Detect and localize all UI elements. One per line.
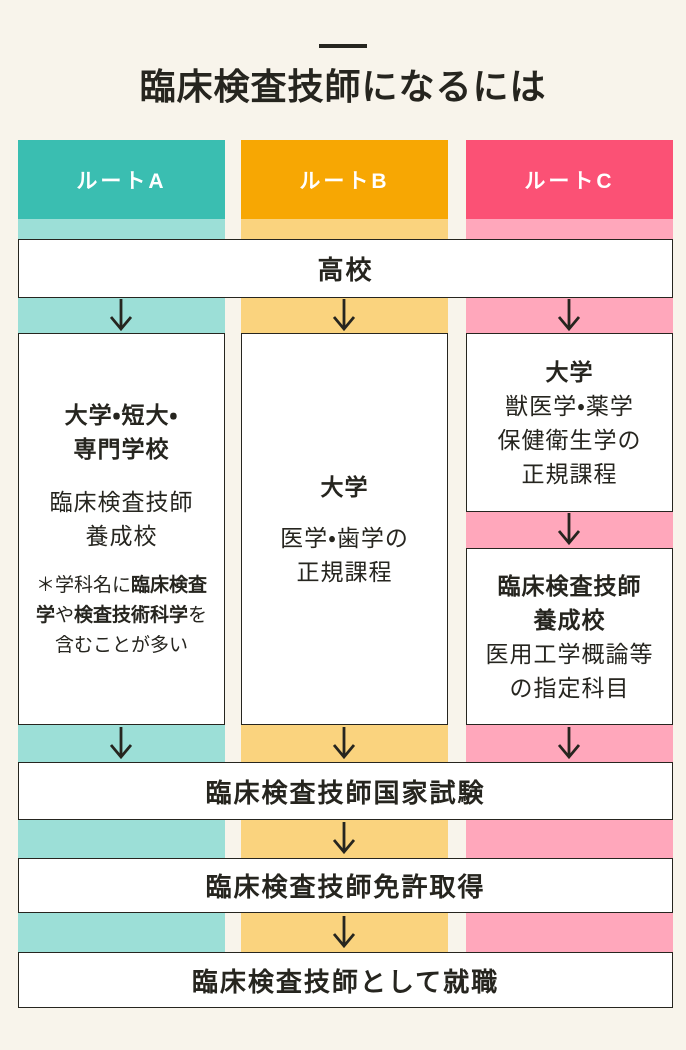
license-label: 臨床検査技師免許取得: [205, 872, 486, 902]
highschool-label: 高校: [317, 255, 374, 285]
route-b-header-label: ルートB: [299, 169, 390, 193]
route-b-school-box: 大学 医学・歯学の 正規課程: [241, 333, 448, 725]
arrow-down-icon: [556, 299, 582, 332]
route-c-university-box: 大学 獣医学・薬学 保健衛生学の 正規課程: [466, 333, 673, 512]
route-b-school-body: 医学・歯学の 正規課程: [280, 524, 409, 585]
route-c-training-box: 臨床検査技師 養成校 医用工学概論等 の指定科目: [466, 548, 673, 725]
arrow-down-icon: [331, 822, 357, 855]
route-c-training-body: 医用工学概論等 の指定科目: [485, 640, 654, 701]
highschool-box: 高校: [18, 239, 673, 298]
route-a-school-note: ＊学科名に臨床検査学や検査技術科学を含むことが多い: [35, 574, 208, 656]
route-c-header: ルートC: [466, 140, 673, 219]
page-title: 臨床検査技師になるには: [139, 66, 547, 107]
route-a-header: ルートA: [18, 140, 225, 219]
arrow-down-icon: [108, 727, 134, 760]
route-b-school-heading: 大学: [320, 473, 369, 500]
arrow-down-icon: [331, 916, 357, 949]
route-a-school-heading: 大学・短大・ 専門学校: [64, 401, 179, 462]
route-a-school-box: 大学・短大・ 専門学校 臨床検査技師 養成校 ＊学科名に臨床検査学や検査技術科学…: [18, 333, 225, 725]
title-divider-rule: [319, 44, 367, 48]
license-box: 臨床検査技師免許取得: [18, 858, 673, 913]
national-exam-label: 臨床検査技師国家試験: [205, 777, 486, 808]
arrow-down-icon: [556, 727, 582, 760]
arrow-down-icon: [556, 513, 582, 546]
route-a-header-label: ルートA: [76, 169, 167, 193]
route-b-header: ルートB: [241, 140, 448, 219]
arrow-down-icon: [331, 299, 357, 332]
route-c-training-heading: 臨床検査技師 養成校: [497, 572, 642, 633]
employment-label: 臨床検査技師として就職: [191, 966, 500, 997]
employment-box: 臨床検査技師として就職: [18, 952, 673, 1008]
arrow-down-icon: [331, 727, 357, 760]
route-c-university-heading: 大学: [545, 358, 594, 385]
national-exam-box: 臨床検査技師国家試験: [18, 762, 673, 820]
route-c-university-body: 獣医学・薬学 保健衛生学の 正規課程: [497, 392, 642, 487]
arrow-down-icon: [108, 299, 134, 332]
route-a-school-body: 臨床検査技師 養成校: [49, 488, 194, 549]
route-c-header-label: ルートC: [524, 169, 615, 193]
